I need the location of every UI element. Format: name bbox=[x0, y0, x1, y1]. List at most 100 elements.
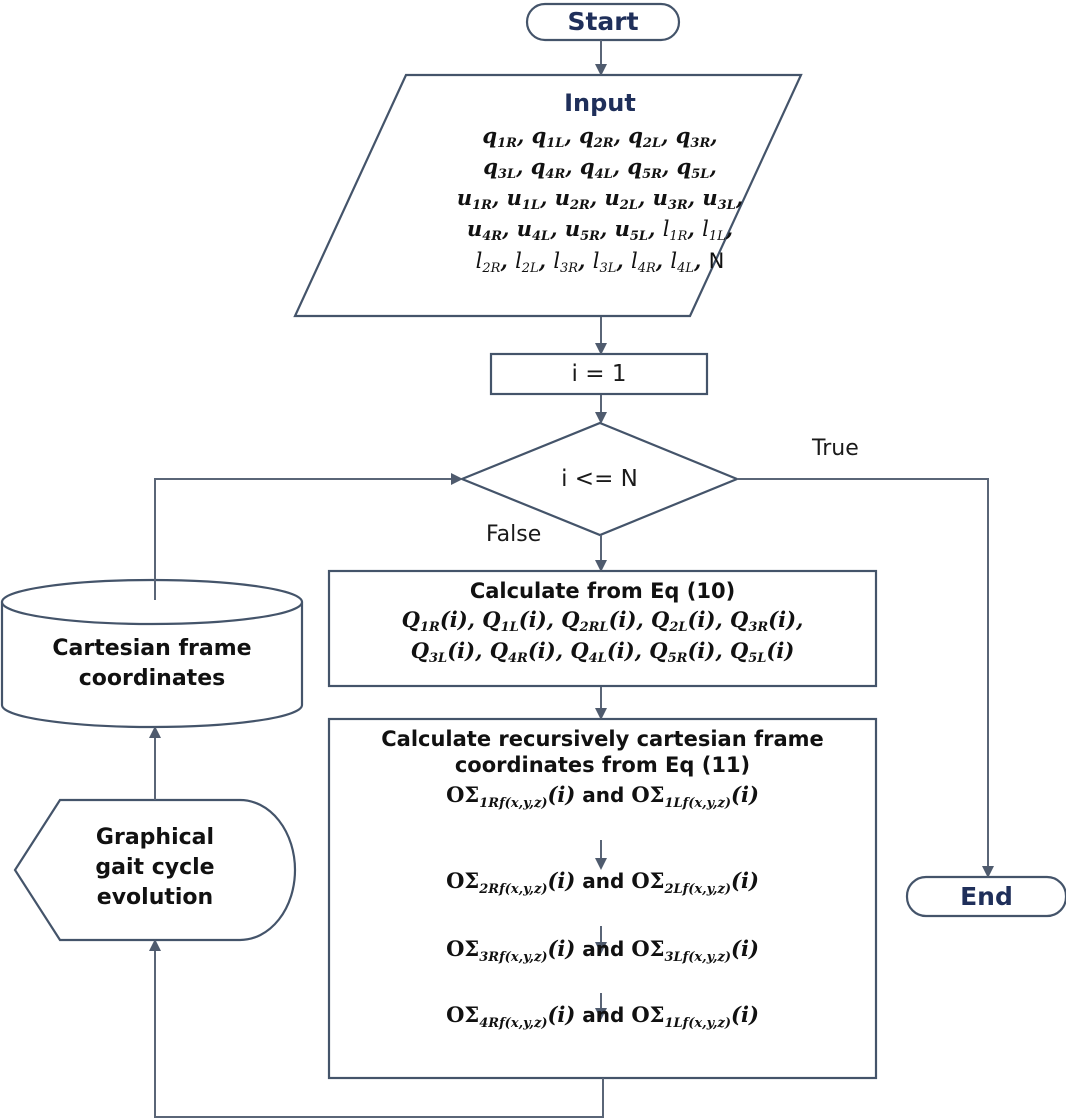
separator: , bbox=[687, 185, 703, 210]
separator: , bbox=[715, 638, 730, 663]
calc11-steps: OΣ1Rf(x,y,z)(i) and OΣ1Lf(x,y,z)(i) OΣ2Rf… bbox=[329, 778, 876, 1078]
variable-subscript: 5R bbox=[667, 651, 688, 666]
variable-q2R: q2R bbox=[579, 123, 614, 151]
variable-u5R: u5R bbox=[564, 216, 600, 244]
variable-u1L: u1L bbox=[506, 185, 541, 213]
step-left-subscript: 1Rf(x,y,z) bbox=[479, 796, 548, 811]
variable-subscript: 2L bbox=[642, 136, 662, 151]
variable-subscript: 1R bbox=[419, 620, 440, 635]
step-left-arg: (i) bbox=[547, 1002, 576, 1027]
separator: , bbox=[565, 154, 580, 179]
variable-subscript: 5L bbox=[629, 229, 649, 244]
recursion-step-2: OΣ2Rf(x,y,z)(i) and OΣ2Lf(x,y,z)(i) bbox=[329, 864, 876, 898]
variable-l4L: l4L bbox=[670, 249, 694, 276]
calc11-title-line2: coordinates from Eq (11) bbox=[454, 753, 751, 777]
init-process-shape bbox=[489, 352, 709, 396]
display-line3: evolution bbox=[96, 885, 214, 910]
init-process: i = 1 bbox=[491, 354, 707, 394]
variable-row: l2R, l2L, l3R, l3L, l4R, l4L, N bbox=[360, 245, 840, 277]
variable-subscript: 3R bbox=[560, 261, 579, 276]
display-shape bbox=[13, 798, 297, 942]
separator: , bbox=[715, 607, 731, 632]
false-branch-label: False bbox=[486, 522, 542, 547]
step-right-term: OΣ2Lf(x,y,z)(i) bbox=[631, 868, 759, 897]
step-right-subscript: 1Lf(x,y,z) bbox=[664, 1016, 732, 1031]
separator: , bbox=[492, 185, 507, 210]
variable-row: q3L, q4R, q4L, q5R, q5L, bbox=[360, 151, 840, 182]
separator: , bbox=[589, 185, 605, 210]
variable-subscript: 1L bbox=[500, 620, 519, 635]
separator: , bbox=[796, 607, 804, 632]
separator: , bbox=[550, 216, 565, 241]
step-left-arg: (i) bbox=[547, 936, 576, 961]
separator: , bbox=[599, 216, 615, 241]
separator: , bbox=[475, 638, 490, 663]
variable-q1R: q1R bbox=[482, 123, 517, 151]
calc11-process: Calculate recursively cartesian frame co… bbox=[329, 726, 876, 778]
decision-node: i <= N bbox=[462, 462, 737, 496]
step-right-arg: (i) bbox=[731, 868, 759, 893]
variable-subscript: 4L bbox=[594, 167, 613, 182]
separator: , bbox=[516, 123, 532, 148]
variable-q5L: q5L bbox=[676, 154, 710, 182]
variable-u1R: u1R bbox=[456, 185, 492, 213]
step-left-subscript: 2Rf(x,y,z) bbox=[479, 882, 548, 897]
recursion-step-3: OΣ3Rf(x,y,z)(i) and OΣ3Lf(x,y,z)(i) bbox=[329, 932, 876, 966]
variable-subscript: 3L bbox=[429, 651, 448, 666]
separator: , bbox=[694, 248, 709, 273]
step-left-subscript: 4Rf(x,y,z) bbox=[479, 1016, 548, 1031]
step-conjunction: and bbox=[575, 869, 632, 893]
step-right-arg: (i) bbox=[731, 936, 759, 961]
display-node: Graphical gait cycle evolution bbox=[30, 823, 280, 913]
step-left-term: OΣ1Rf(x,y,z)(i) bbox=[446, 782, 576, 811]
variable-q4L: q4L bbox=[579, 154, 613, 182]
separator: , bbox=[540, 185, 555, 210]
variable-subscript: 3L bbox=[497, 167, 517, 182]
calc10-process-shape bbox=[327, 569, 878, 688]
step-left-subscript: 3Rf(x,y,z) bbox=[479, 950, 548, 965]
calc10-process: Calculate from Eq (10) Q1R(i), Q1L(i), Q… bbox=[329, 578, 876, 666]
connector-calc11-display bbox=[149, 939, 604, 1118]
storage-cylinder-shape bbox=[0, 578, 304, 729]
variable-q1L: q1L bbox=[531, 123, 565, 151]
step-right-subscript: 3Lf(x,y,z) bbox=[664, 950, 732, 965]
variable-q4R: q4R bbox=[530, 154, 566, 182]
variable-subscript: 1R bbox=[669, 229, 688, 244]
step-conjunction: and bbox=[575, 1003, 632, 1027]
step-right-arg: (i) bbox=[731, 782, 759, 807]
variable-subscript: 4R bbox=[482, 229, 503, 244]
separator: , bbox=[648, 216, 663, 241]
input-block: Input q1R, q1L, q2R, q2L, q3R, q3L, q4R,… bbox=[360, 86, 840, 277]
connector-true-end bbox=[737, 478, 994, 878]
separator: , bbox=[555, 638, 571, 663]
variable-Q5R: Q5R(i) bbox=[649, 638, 716, 666]
variable-subscript: 4L bbox=[532, 229, 551, 244]
display-line1: Graphical bbox=[95, 825, 215, 850]
variable-Q2L: Q2L(i) bbox=[651, 607, 716, 635]
variable-subscript: 2L bbox=[669, 620, 688, 635]
start-label: Start bbox=[567, 7, 639, 36]
variable-l3R: l3R bbox=[553, 249, 579, 276]
variable-Q5L: Q5L(i) bbox=[729, 638, 795, 666]
calc10-title: Calculate from Eq (10) bbox=[469, 579, 736, 603]
variable-u4L: u4L bbox=[516, 216, 551, 244]
variable-subscript: 2R bbox=[482, 261, 501, 276]
variable-subscript: 3L bbox=[599, 261, 617, 276]
separator: , bbox=[500, 248, 516, 273]
variable-subscript: 4L bbox=[677, 261, 694, 276]
variable-subscript: 4R bbox=[507, 651, 528, 666]
step-left-term: OΣ2Rf(x,y,z)(i) bbox=[446, 868, 576, 897]
input-parallelogram-shape bbox=[293, 73, 803, 318]
separator: , bbox=[538, 248, 554, 273]
start-terminal-shape bbox=[525, 2, 681, 42]
separator: , bbox=[612, 154, 628, 179]
init-label: i = 1 bbox=[571, 361, 627, 387]
separator: , bbox=[546, 607, 562, 632]
variable-Q3L: Q3L(i) bbox=[410, 638, 476, 666]
variable-row: q1R, q1L, q2R, q2L, q3R, bbox=[360, 120, 840, 151]
step-right-term: OΣ1Lf(x,y,z)(i) bbox=[631, 782, 759, 811]
variable-q2L: q2L bbox=[628, 123, 662, 151]
separator: , bbox=[709, 154, 717, 179]
variable-row: u4R, u4L, u5R, u5L, l1R, l1L, bbox=[360, 213, 840, 245]
